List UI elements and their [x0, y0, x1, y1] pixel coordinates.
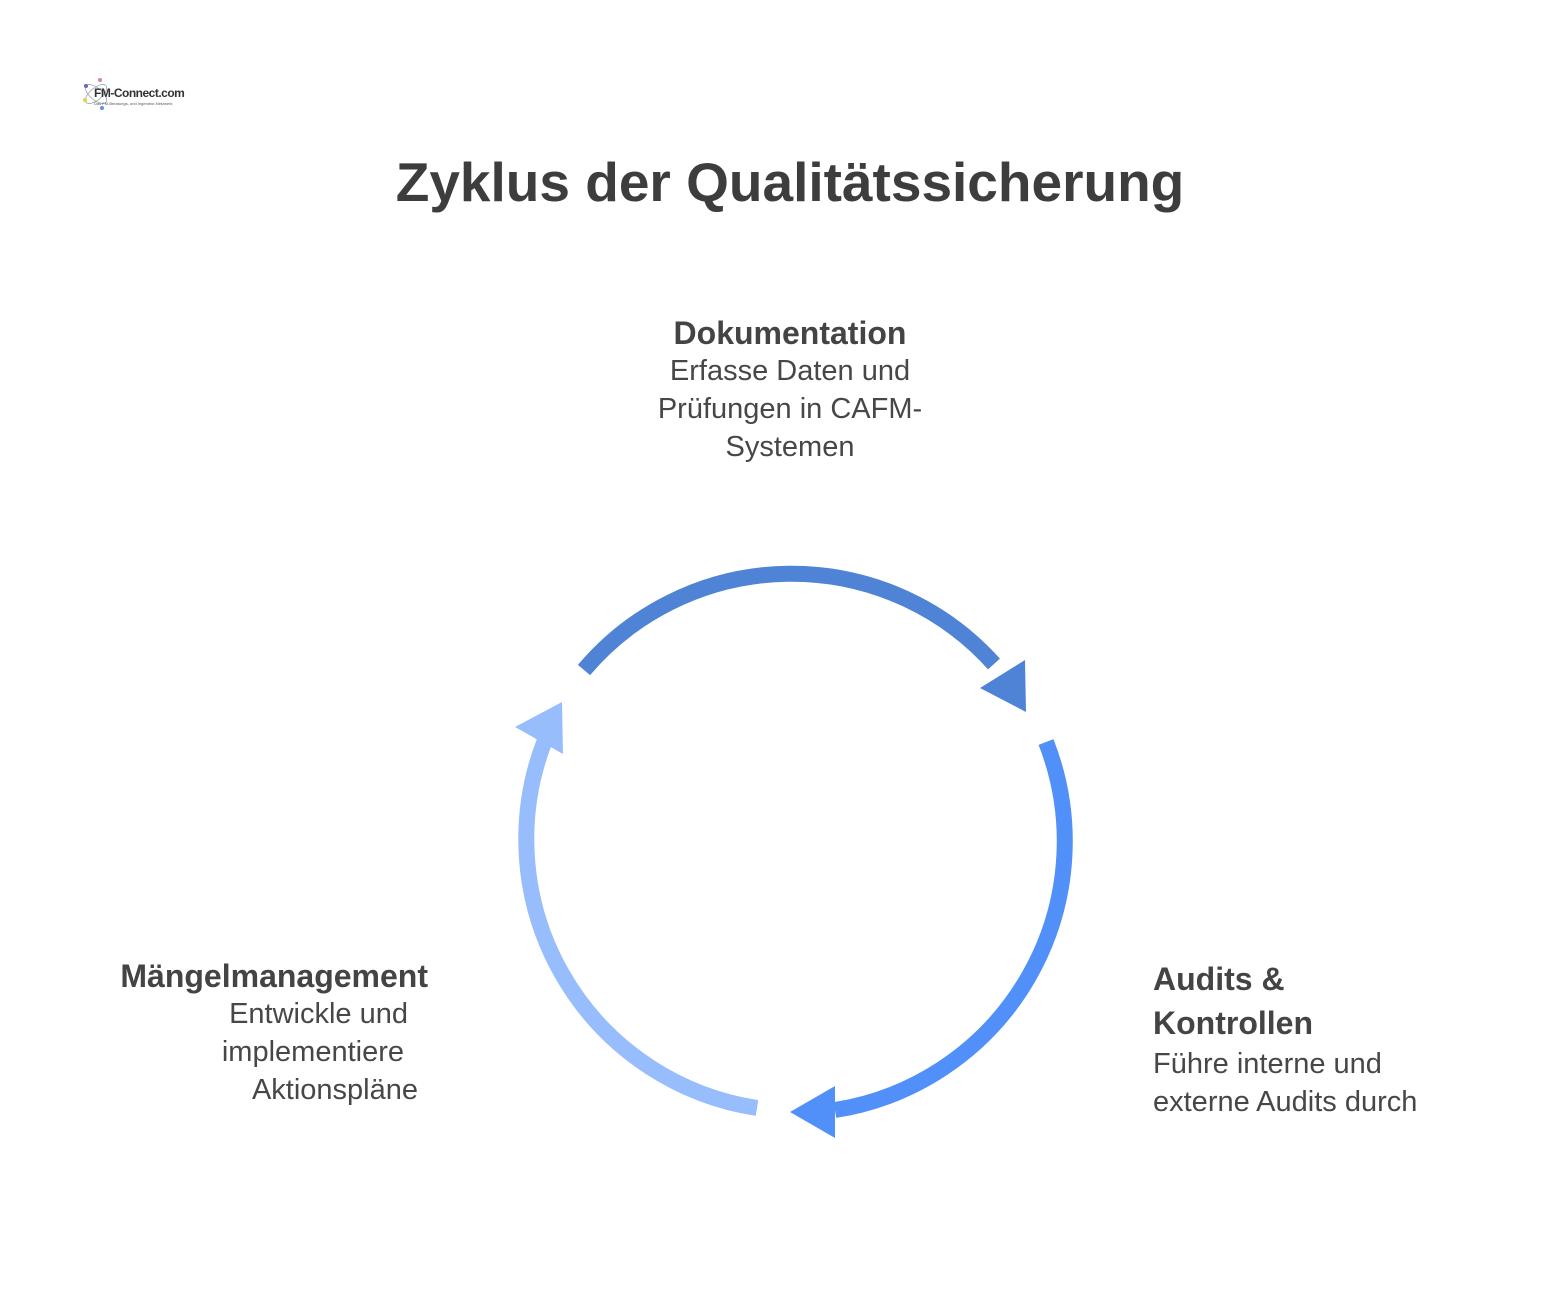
- step-heading: Audits &: [1153, 961, 1285, 997]
- arc-left: [518, 737, 759, 1116]
- arrowhead-left-icon: [515, 702, 563, 754]
- step-description-line: externe Audits durch: [1153, 1086, 1418, 1118]
- step-heading: Mängelmanagement: [120, 958, 428, 994]
- logo-subtitle: Das FM-Beratungs- und Ingenieur-Netzwerk: [94, 101, 173, 106]
- step-dokumentation: Dokumentation Erfasse Daten und Prüfunge…: [600, 314, 980, 466]
- arrowhead-top-icon: [980, 660, 1026, 712]
- step-description-line: Entwickle und: [229, 998, 408, 1030]
- step-description-line: Erfasse Daten und: [669, 355, 911, 387]
- step-description-line: Systemen: [725, 431, 855, 463]
- step-heading: Kontrollen: [1153, 1005, 1313, 1041]
- step-audits-kontrollen: Audits & Kontrollen Führe interne und ex…: [1153, 957, 1513, 1121]
- step-description-line: Aktionspläne: [251, 1074, 418, 1106]
- arrow-maengel-to-dokumentation: [515, 702, 759, 1116]
- step-maengelmanagement: Mängelmanagement Entwickle und implement…: [60, 957, 428, 1109]
- arrow-dokumentation-to-audits: [577, 565, 1026, 712]
- arc-top: [577, 565, 1000, 676]
- step-description-line: Prüfungen in CAFM-: [657, 393, 923, 425]
- page-title: Zyklus der Qualitätssicherung: [395, 151, 1185, 213]
- logo-atom-icon: [83, 78, 108, 110]
- step-description-line: Führe interne und: [1153, 1048, 1382, 1080]
- arrowhead-bottom-icon: [790, 1086, 835, 1138]
- arrow-audits-to-maengel: [790, 739, 1073, 1138]
- step-description-line: implementiere: [221, 1036, 404, 1068]
- fm-connect-logo: FM-Connect.com Das FM-Beratungs- und Ing…: [80, 72, 185, 116]
- logo-text: FM-Connect.com: [94, 86, 185, 100]
- arc-right: [833, 739, 1073, 1118]
- step-heading: Dokumentation: [673, 315, 907, 351]
